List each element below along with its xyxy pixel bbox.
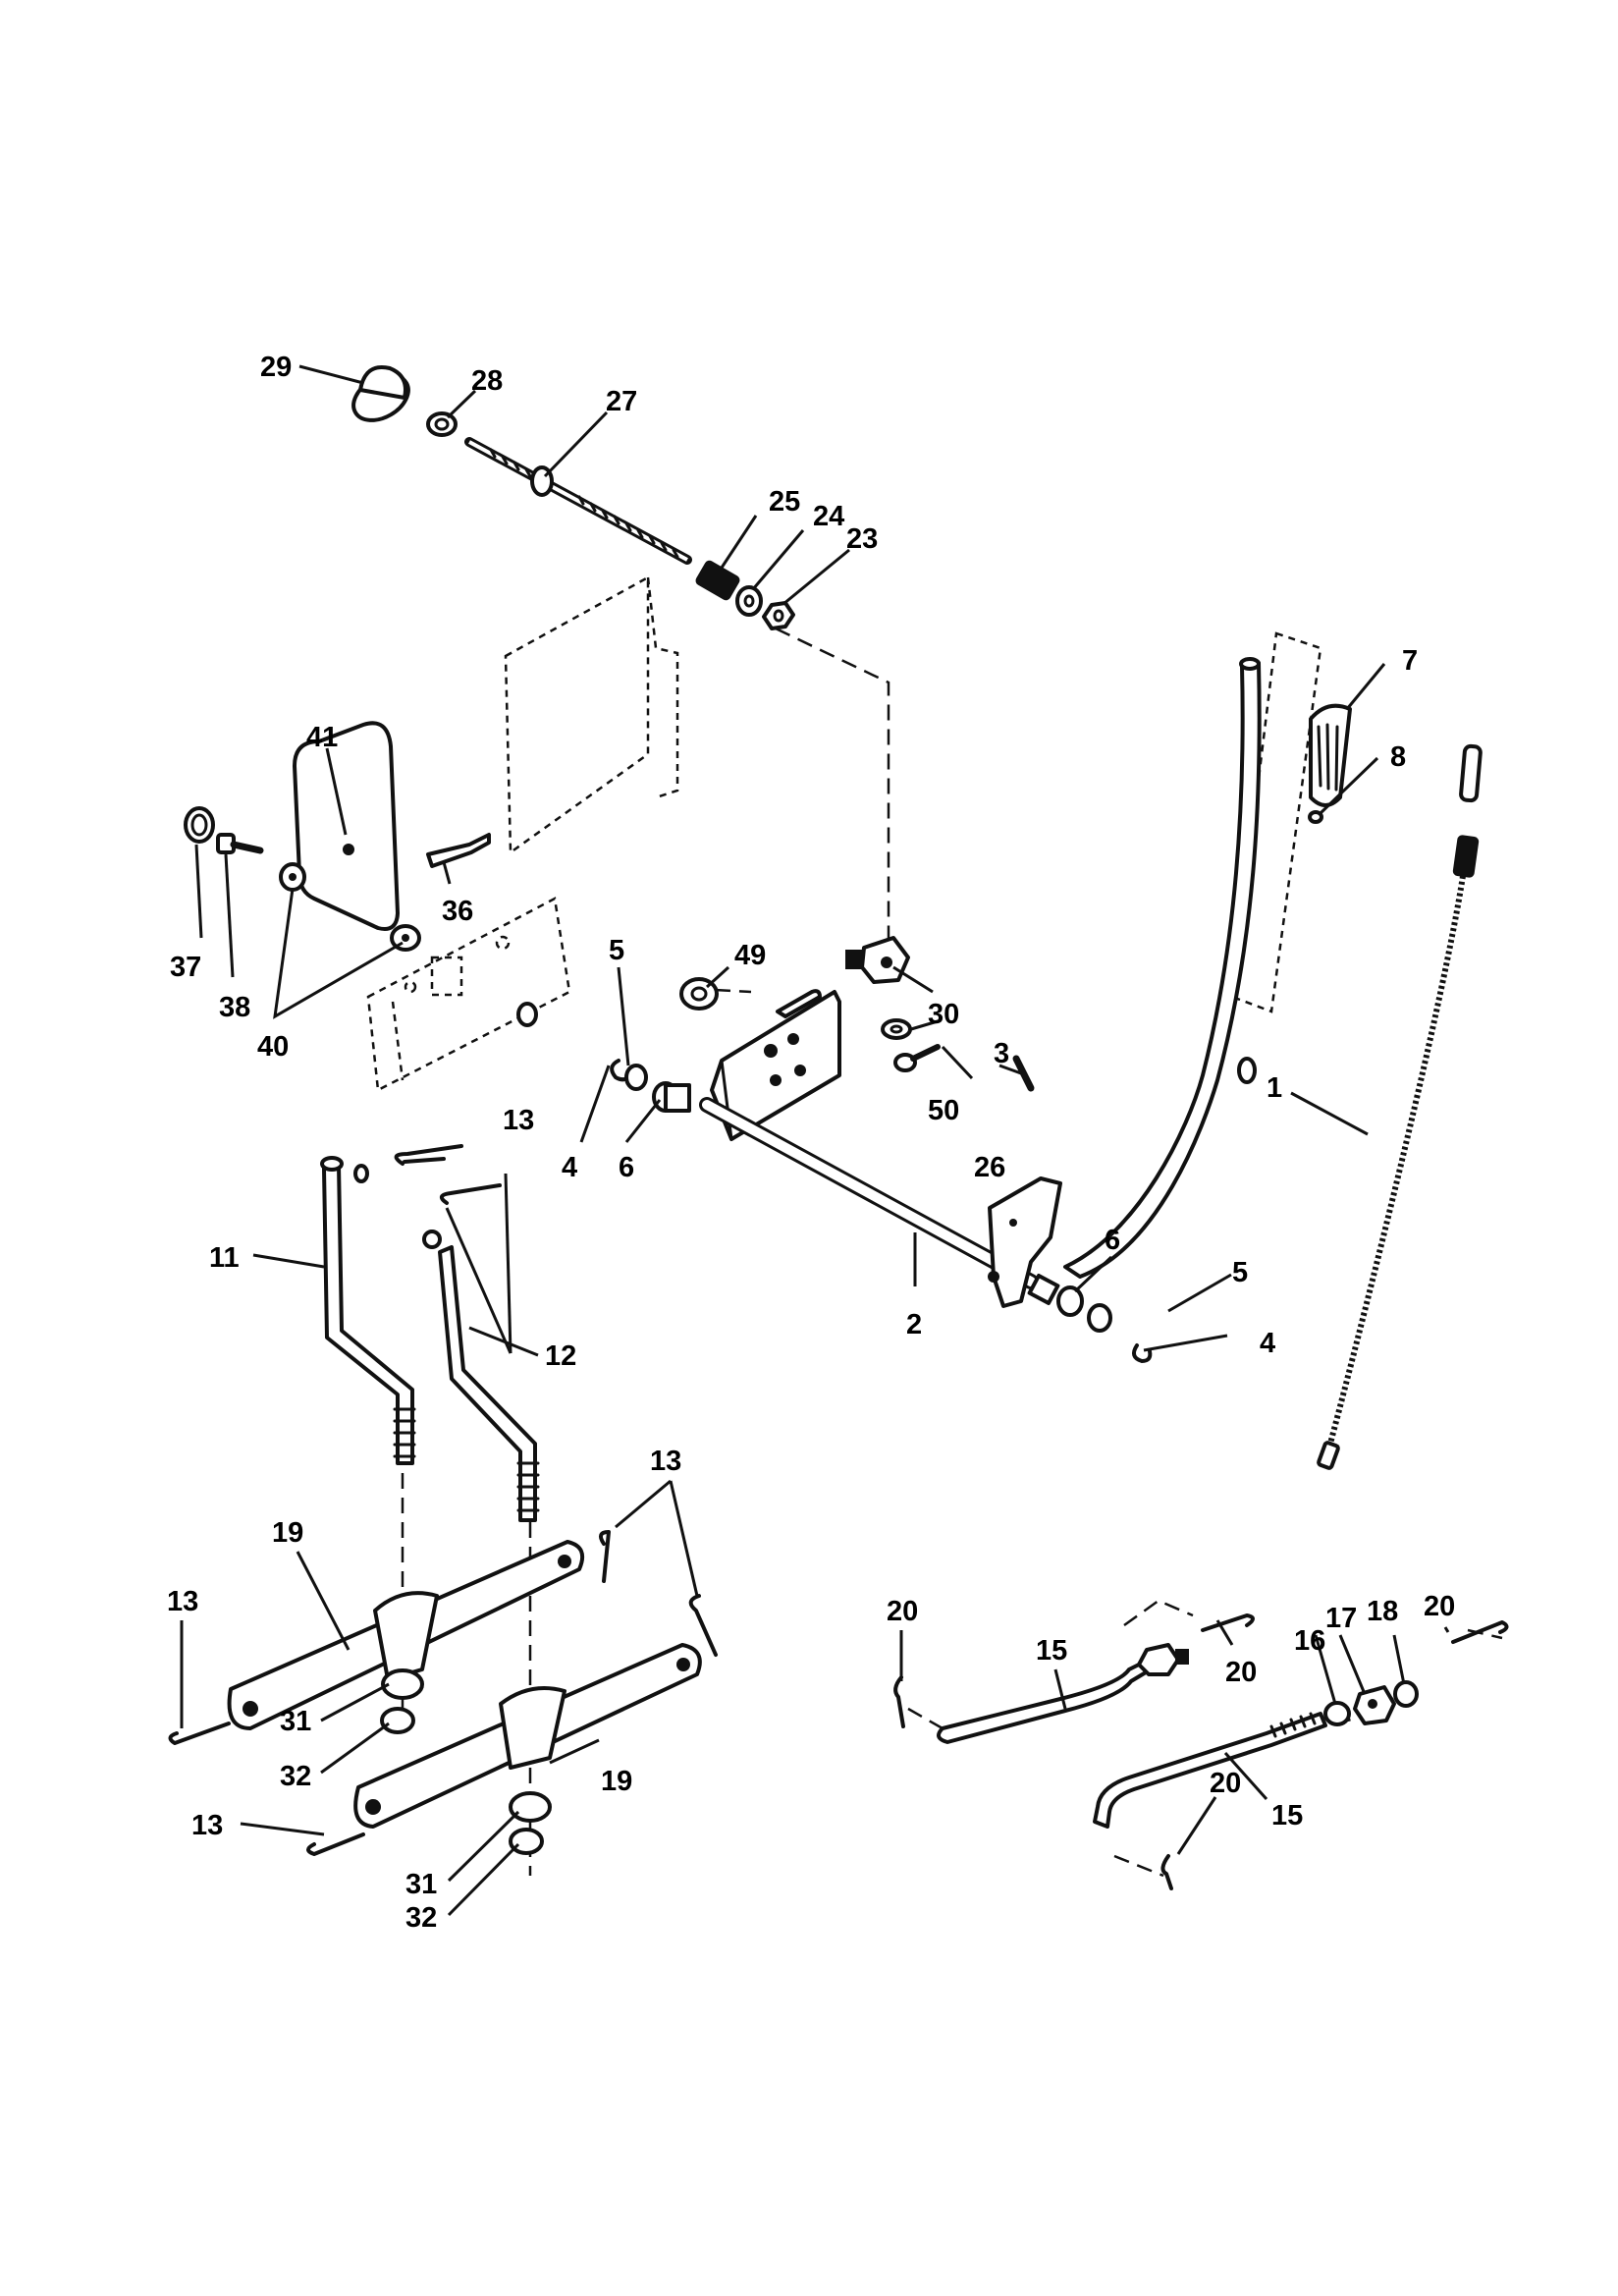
part-41-bracket xyxy=(293,721,400,931)
callout-32-top: 32 xyxy=(280,1761,311,1792)
part-6-bushing-right xyxy=(1027,1274,1084,1317)
part-19-arm-upper xyxy=(227,1540,584,1730)
callout-8: 8 xyxy=(1390,741,1406,773)
callout-3: 3 xyxy=(994,1038,1009,1069)
callout-23: 23 xyxy=(846,523,878,555)
callout-49: 49 xyxy=(734,940,766,971)
callout-20-mid: 20 xyxy=(1225,1657,1257,1688)
callout-7: 7 xyxy=(1402,645,1418,677)
callout-2: 2 xyxy=(906,1309,922,1340)
part-29-knob xyxy=(351,365,410,422)
callout-28: 28 xyxy=(471,365,503,397)
part-7-grip xyxy=(1309,703,1352,807)
handle-bracket xyxy=(988,1176,1062,1308)
pivot-plate xyxy=(710,989,841,1141)
callout-41: 41 xyxy=(306,722,338,753)
callout-12: 12 xyxy=(545,1340,576,1372)
part-2-cross-shaft xyxy=(699,1097,1039,1289)
callout-25: 25 xyxy=(769,486,800,518)
leader-lines xyxy=(180,364,1450,1917)
lift-handle xyxy=(1063,657,1262,1279)
callout-4-left: 4 xyxy=(562,1152,577,1183)
part-11-link xyxy=(320,1156,416,1465)
part-30-swivel xyxy=(845,936,910,984)
phantom-frame-upper xyxy=(504,574,679,855)
part-13-clips-upper xyxy=(394,1144,502,1205)
callout-5-left: 5 xyxy=(609,935,624,966)
part-27-threaded-rod xyxy=(464,437,692,565)
callout-16: 16 xyxy=(1294,1625,1325,1657)
part-36-clip xyxy=(426,833,491,868)
part-1-cable xyxy=(1317,743,1483,1470)
callout-1: 1 xyxy=(1267,1072,1282,1104)
part-16-17-18-hardware xyxy=(1323,1680,1419,1726)
part-15-rod-upper xyxy=(937,1643,1189,1744)
phantom-plate-holes xyxy=(404,935,538,1027)
part-5-washer-right xyxy=(1087,1303,1112,1333)
callout-20-bottom: 20 xyxy=(1210,1768,1241,1799)
part-23-nut xyxy=(762,601,795,630)
callout-37: 37 xyxy=(170,952,201,983)
part-6-bushing-left xyxy=(652,1081,691,1113)
callout-18: 18 xyxy=(1367,1596,1398,1627)
callout-19-bottom: 19 xyxy=(601,1766,632,1797)
part-13-clips-lower xyxy=(168,1530,718,1856)
callout-6-right: 6 xyxy=(1105,1225,1120,1256)
callout-30: 30 xyxy=(928,999,959,1030)
phantom-frame-lower xyxy=(366,897,571,1092)
part-3-pin xyxy=(1012,1055,1035,1092)
part-25-spring xyxy=(695,560,740,601)
part-12-link xyxy=(422,1230,540,1522)
callout-4-right: 4 xyxy=(1260,1328,1275,1359)
part-50-washer xyxy=(881,1018,912,1040)
callout-32-bottom: 32 xyxy=(405,1902,437,1934)
part-5-washer-left xyxy=(624,1064,648,1091)
callout-5-right: 5 xyxy=(1232,1257,1248,1288)
callout-27: 27 xyxy=(606,386,637,417)
part-31-32-nuts xyxy=(380,1668,552,1855)
part-37-ring xyxy=(184,806,215,844)
callout-labels: 29 28 27 25 24 23 41 36 37 38 40 5 4 6 4… xyxy=(167,352,1455,1934)
callout-13-top: 13 xyxy=(503,1105,534,1136)
part-8-ring xyxy=(1308,810,1323,824)
part-24-washer xyxy=(735,585,763,617)
part-19-arm-lower xyxy=(353,1643,702,1829)
callout-31-bottom: 31 xyxy=(405,1869,437,1900)
part-15-rod-lower xyxy=(1093,1712,1327,1829)
callout-36: 36 xyxy=(442,896,473,927)
callout-19-top: 19 xyxy=(272,1517,303,1549)
callout-31-top: 31 xyxy=(280,1706,311,1737)
callout-38: 38 xyxy=(219,992,250,1023)
callout-15-bottom: 15 xyxy=(1271,1800,1303,1831)
assembly-lines xyxy=(401,627,1503,1878)
callout-11: 11 xyxy=(209,1242,240,1274)
callout-17: 17 xyxy=(1325,1603,1357,1634)
callout-50: 50 xyxy=(928,1095,959,1126)
part-26-screw xyxy=(893,1044,941,1072)
callout-40: 40 xyxy=(257,1031,289,1063)
callout-20-right: 20 xyxy=(1424,1591,1455,1622)
part-28-nut xyxy=(426,411,458,437)
callout-29: 29 xyxy=(260,352,292,383)
callout-6-left: 6 xyxy=(619,1152,634,1183)
callout-13-left: 13 xyxy=(167,1586,198,1617)
callout-24: 24 xyxy=(813,501,844,532)
callout-13-right: 13 xyxy=(650,1446,681,1477)
part-38-bolt xyxy=(216,833,264,854)
callout-20-left: 20 xyxy=(887,1596,918,1627)
callout-13-bottom: 13 xyxy=(191,1810,223,1841)
part-4-clip-right xyxy=(1131,1343,1153,1364)
part-20-clips xyxy=(893,1613,1509,1890)
callout-26: 26 xyxy=(974,1152,1005,1183)
callout-15-top: 15 xyxy=(1036,1635,1067,1667)
